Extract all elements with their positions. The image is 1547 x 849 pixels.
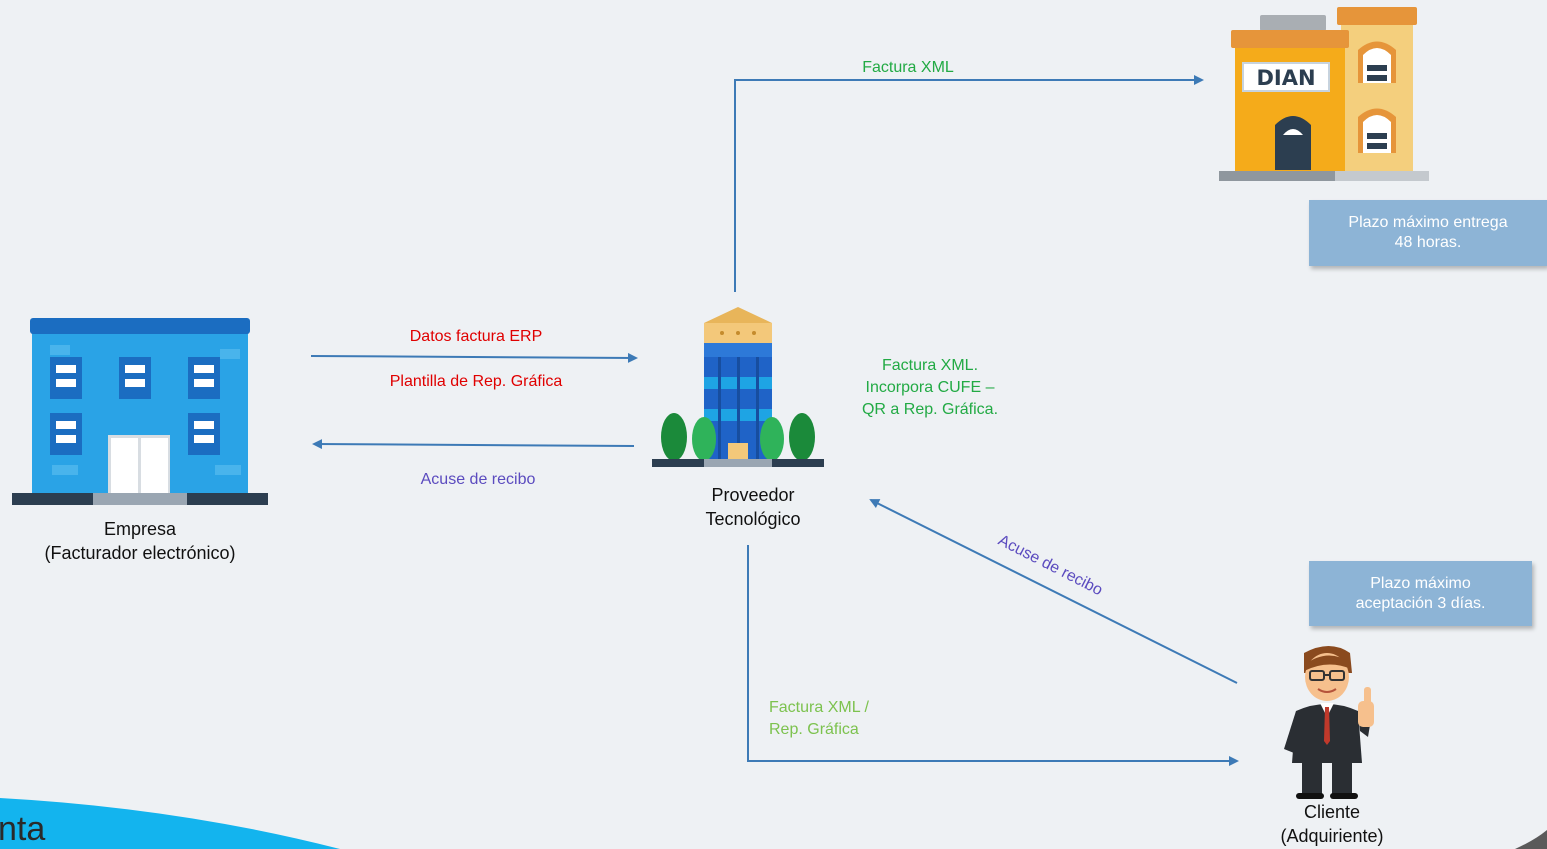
edge-label-factura-xml-dian: Factura XML: [862, 59, 954, 76]
cliente-label-line2: (Adquiriente): [1280, 826, 1384, 846]
dian-sign-text: DIAN: [1256, 66, 1315, 90]
proveedor-label-line2: Tecnológico: [705, 509, 801, 529]
proveedor-label-line1: Proveedor: [711, 485, 795, 505]
note-entrega-line-1: Plazo máximo entrega: [1348, 214, 1508, 231]
arrow-acuse-empresa: [312, 439, 635, 450]
company-building-icon: [12, 318, 268, 505]
cliente-label: Cliente (Adquiriente): [1252, 800, 1412, 848]
arrow-factura-cliente: [747, 545, 1239, 766]
empresa-label: Empresa (Facturador electrónico): [10, 517, 270, 565]
edge-label-factura-cliente: Factura XML / Rep. Gráfica: [769, 697, 929, 741]
edge-label-plantilla: Plantilla de Rep. Gráfica: [389, 373, 563, 390]
dian-building-icon: DIAN: [1219, 7, 1429, 181]
note-aceptacion-line-1: Plazo máximo: [1370, 574, 1471, 592]
note-entrega-line-2: 48 horas.: [1394, 234, 1462, 251]
edge-label-factura-xml-cufe: Factura XML. Incorpora CUFE – QR a Rep. …: [830, 355, 1030, 421]
arrow-datos-factura: [310, 352, 638, 363]
proveedor-label: Proveedor Tecnológico: [653, 483, 853, 531]
factura-cliente-line-2: Rep. Gráfica: [769, 721, 859, 738]
brand-logo-text: nta: [0, 810, 46, 848]
arrow-acuse-cliente: [869, 499, 1238, 684]
cufe-line-3: QR a Rep. Gráfica.: [861, 401, 999, 418]
empresa-label-line2: (Facturador electrónico): [44, 543, 236, 563]
factura-cliente-line-1: Factura XML /: [769, 699, 869, 716]
arrow-factura-dian: [734, 75, 1204, 292]
note-plazo-aceptacion: Plazo máximo aceptación 3 días.: [1309, 561, 1532, 626]
client-person-icon: [1284, 646, 1374, 799]
empresa-label-line1: Empresa: [103, 519, 177, 539]
edge-label-datos-factura: Datos factura ERP: [409, 328, 543, 345]
cliente-label-line1: Cliente: [1303, 802, 1361, 822]
edge-label-acuse-empresa: Acuse de recibo: [420, 471, 536, 488]
note-aceptacion-line-2: aceptación 3 días.: [1355, 594, 1486, 612]
provider-tower-icon: [652, 307, 824, 467]
note-plazo-entrega: Plazo máximo entrega 48 horas.: [1309, 200, 1547, 266]
cufe-line-1: Factura XML.: [881, 357, 979, 374]
cufe-line-2: Incorpora CUFE –: [865, 379, 995, 396]
